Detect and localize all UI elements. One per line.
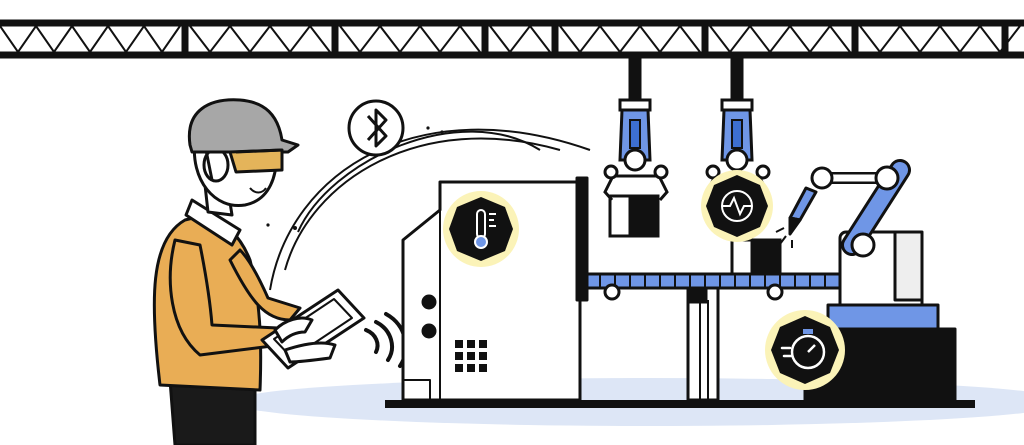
- sparkles: [266, 126, 444, 230]
- robotic-gripper-right: [705, 56, 771, 201]
- wireless-signal-icon: [364, 312, 408, 368]
- conveyor: [585, 272, 842, 402]
- pulse-monitor-icon: [701, 170, 773, 242]
- overhead-truss: [0, 19, 1024, 59]
- worker: [152, 98, 366, 445]
- robotic-gripper-left: [603, 56, 669, 201]
- control-keypad: [455, 340, 487, 372]
- product-boxes: [608, 194, 782, 276]
- thermometer-icon: [443, 191, 519, 267]
- bluetooth-icon: [347, 99, 405, 157]
- stopwatch-icon: [765, 310, 845, 390]
